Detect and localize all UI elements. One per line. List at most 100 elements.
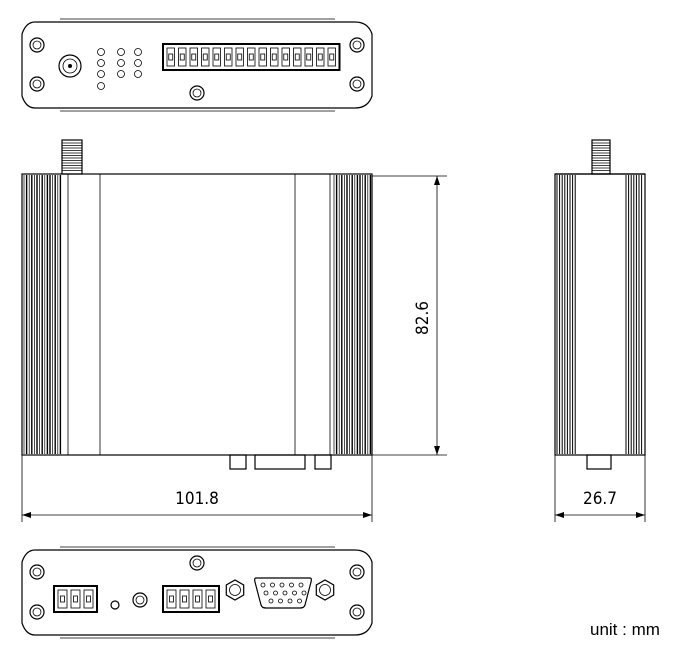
terminal-screw bbox=[329, 53, 335, 61]
terminal-screw bbox=[317, 53, 323, 61]
terminal-pin bbox=[178, 47, 187, 67]
terminal-pin bbox=[205, 589, 216, 609]
terminal-screw bbox=[86, 595, 91, 603]
led-indicator bbox=[117, 70, 125, 78]
terminal-screw bbox=[60, 595, 65, 603]
terminal-pin bbox=[304, 47, 313, 67]
terminal-screw bbox=[306, 53, 312, 61]
terminal-pin bbox=[270, 47, 279, 67]
terminal-screw bbox=[283, 53, 289, 61]
terminal-pin bbox=[166, 47, 175, 67]
terminal-screw bbox=[182, 595, 187, 603]
antenna-connector-icon bbox=[58, 54, 82, 78]
screw-icon bbox=[349, 604, 365, 620]
terminal-pin bbox=[281, 47, 290, 67]
panel-outline bbox=[21, 21, 373, 109]
terminal-pin bbox=[192, 589, 203, 609]
screw-inner bbox=[352, 567, 362, 577]
terminal-pin bbox=[247, 47, 256, 67]
panel-outline bbox=[21, 549, 373, 636]
screw-icon bbox=[29, 564, 45, 580]
dimension-arrow bbox=[363, 512, 372, 518]
screw-icon bbox=[189, 555, 205, 571]
terminal-screw bbox=[168, 53, 174, 61]
connector-nut bbox=[586, 454, 612, 470]
dimension-arrow bbox=[555, 512, 564, 518]
terminal-screw bbox=[214, 53, 220, 61]
vga-pin bbox=[260, 582, 266, 588]
antenna-connector bbox=[591, 139, 611, 175]
screw-inner bbox=[32, 607, 42, 617]
vga-pin bbox=[279, 582, 285, 588]
vga-pin bbox=[289, 582, 294, 588]
terminal-screw bbox=[73, 595, 78, 603]
screw-inner bbox=[192, 88, 202, 98]
screw-icon bbox=[132, 592, 148, 608]
screw-inner bbox=[32, 79, 42, 89]
dimension-arrow bbox=[434, 446, 440, 455]
dimension-arrow bbox=[434, 176, 440, 185]
screw-inner bbox=[32, 40, 42, 50]
led-indicator bbox=[97, 48, 105, 56]
terminal-pin bbox=[258, 47, 267, 67]
terminal-screw bbox=[195, 595, 200, 603]
led-indicator bbox=[117, 59, 125, 67]
terminal-screw bbox=[237, 53, 243, 61]
screw-inner bbox=[135, 595, 145, 605]
terminal-pin bbox=[70, 589, 81, 609]
terminal-screw bbox=[260, 53, 266, 61]
top-panel-view bbox=[21, 18, 373, 112]
screw-inner bbox=[192, 558, 202, 568]
vga-port-icon bbox=[254, 577, 312, 609]
height-dimension-label: 82.6 bbox=[413, 301, 433, 335]
nut-hole bbox=[319, 584, 331, 596]
antenna-connector bbox=[61, 139, 83, 175]
vga-pin bbox=[270, 582, 275, 588]
connector-nut bbox=[229, 454, 247, 470]
vga-pin bbox=[297, 598, 302, 604]
dimension-arrow bbox=[22, 512, 31, 518]
terminal-screw bbox=[202, 53, 208, 61]
side-view bbox=[554, 139, 646, 470]
depth-dimension-label: 26.7 bbox=[583, 489, 617, 509]
screw-icon bbox=[29, 37, 45, 53]
vga-pin bbox=[287, 598, 293, 604]
unit-label: unit : mm bbox=[590, 620, 660, 639]
terminal-pin bbox=[166, 589, 177, 609]
terminal-pin bbox=[189, 47, 198, 67]
terminal-pin bbox=[327, 47, 336, 67]
terminal-pin bbox=[235, 47, 244, 67]
led-indicator bbox=[117, 48, 125, 56]
led-indicator bbox=[97, 59, 105, 67]
screw-icon bbox=[29, 76, 45, 92]
terminal-screw bbox=[271, 53, 277, 61]
terminal-block bbox=[162, 585, 220, 613]
terminal-screw bbox=[225, 53, 231, 61]
led-indicator bbox=[97, 82, 105, 90]
vga-pin bbox=[301, 590, 307, 596]
terminal-pin bbox=[57, 589, 68, 609]
screw-icon bbox=[189, 85, 205, 101]
reset-hole-icon bbox=[110, 600, 120, 610]
screw-inner bbox=[32, 567, 42, 577]
terminal-pin bbox=[201, 47, 210, 67]
screw-inner bbox=[352, 40, 362, 50]
led-indicator bbox=[134, 59, 142, 67]
terminal-pin bbox=[224, 47, 233, 67]
hex-nut-icon bbox=[315, 579, 335, 601]
terminal-block bbox=[162, 43, 341, 71]
vga-pin bbox=[268, 598, 274, 604]
vga-pin bbox=[282, 590, 288, 596]
screw-icon bbox=[349, 564, 365, 580]
led-indicator bbox=[97, 70, 105, 78]
terminal-pin bbox=[179, 589, 190, 609]
screw-inner bbox=[352, 79, 362, 89]
terminal-screw bbox=[248, 53, 254, 61]
terminal-screw bbox=[191, 53, 197, 61]
antenna-connector-inner bbox=[62, 58, 78, 74]
led-indicator bbox=[134, 70, 142, 78]
screw-icon bbox=[349, 37, 365, 53]
vga-connector bbox=[254, 454, 306, 470]
dimension-arrow bbox=[636, 512, 645, 518]
